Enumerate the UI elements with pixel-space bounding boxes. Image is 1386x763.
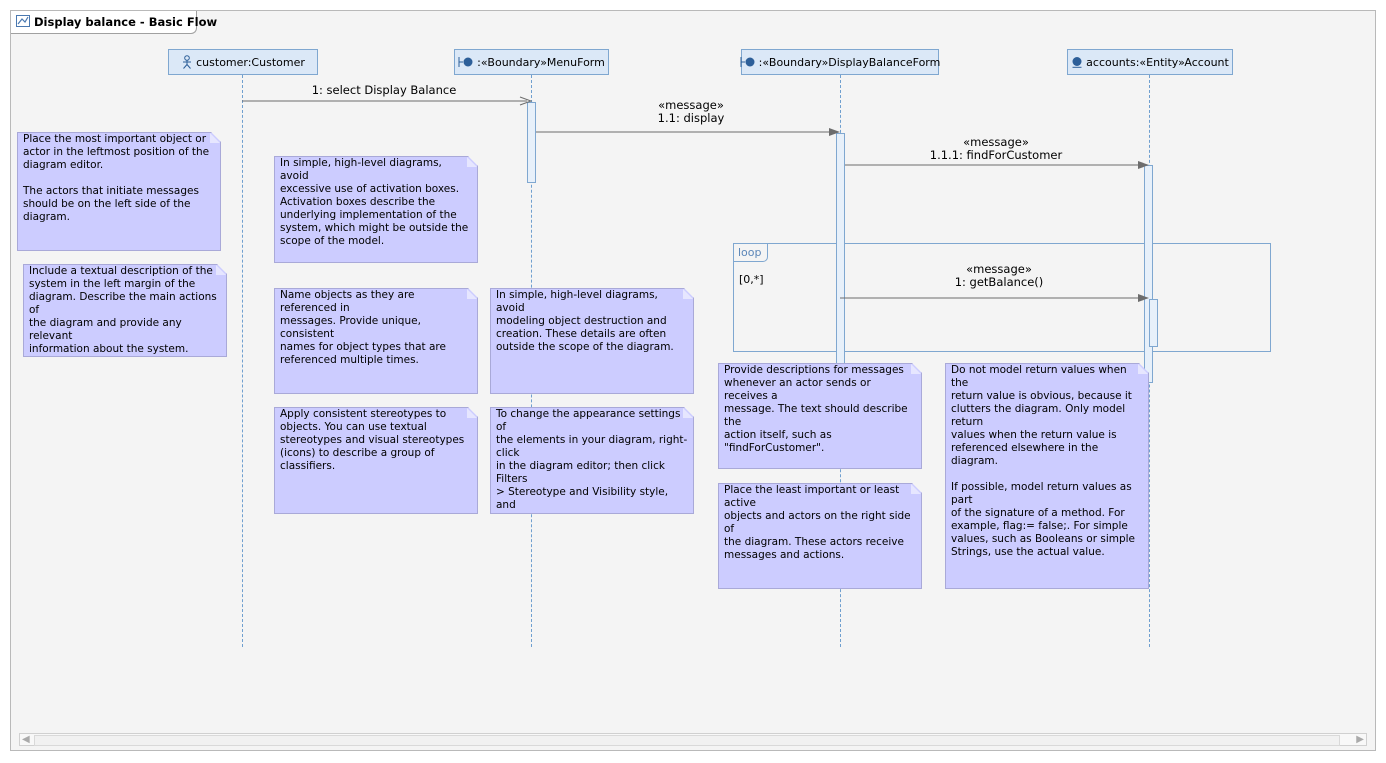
note-destruction-creation[interactable]: In simple, high-level diagrams, avoid mo… bbox=[490, 288, 694, 394]
lifeline-label: customer:Customer bbox=[196, 55, 305, 69]
note-least-important[interactable]: Place the least important or least activ… bbox=[718, 483, 922, 589]
note-stereotypes[interactable]: Apply consistent stereotypes to objects.… bbox=[274, 407, 478, 514]
note-text: Place the least important or least activ… bbox=[724, 484, 911, 561]
loop-guard: [0,*] bbox=[739, 273, 764, 286]
lifeline-customer[interactable]: customer:Customer bbox=[168, 49, 318, 75]
scroll-left-icon[interactable]: ◀ bbox=[22, 734, 30, 745]
message-stereotype: «message» bbox=[658, 98, 724, 112]
message-text: 1: getBalance() bbox=[954, 275, 1044, 289]
note-text: In simple, high-level diagrams, avoid mo… bbox=[496, 289, 674, 353]
note-message-descriptions[interactable]: Provide descriptions for messages whenev… bbox=[718, 363, 922, 469]
note-fold-icon bbox=[911, 484, 921, 494]
note-fold-icon bbox=[467, 408, 477, 418]
note-text: Place the most important object or actor… bbox=[23, 133, 210, 223]
boundary-icon bbox=[740, 57, 755, 67]
scrollbar-thumb[interactable] bbox=[34, 735, 1340, 746]
note-text: Apply consistent stereotypes to objects.… bbox=[280, 408, 465, 472]
note-text: Include a textual description of the sys… bbox=[29, 265, 217, 355]
lifeline-line-customer bbox=[242, 75, 243, 647]
diagram-canvas[interactable]: Display balance - Basic Flow customer:Cu… bbox=[10, 10, 1376, 751]
lifeline-account[interactable]: accounts:«Entity»Account bbox=[1067, 49, 1233, 75]
note-fold-icon bbox=[1138, 364, 1148, 374]
message-text: 1: select Display Balance bbox=[311, 83, 457, 97]
message-arrows bbox=[242, 96, 1149, 302]
message-label-2: «message» 1.1: display bbox=[591, 99, 791, 125]
diagram-title: Display balance - Basic Flow bbox=[34, 15, 218, 29]
message-text: 1.1: display bbox=[657, 111, 725, 125]
message-arrow-2[interactable] bbox=[536, 128, 840, 136]
note-text: In simple, high-level diagrams, avoid ex… bbox=[280, 157, 469, 247]
horizontal-scrollbar[interactable]: ◀ ▶ bbox=[19, 733, 1367, 746]
activation-account-nested[interactable] bbox=[1149, 299, 1158, 347]
note-fold-icon bbox=[467, 289, 477, 299]
message-arrow-3[interactable] bbox=[845, 161, 1149, 169]
note-text: Name objects as they are referenced in m… bbox=[280, 289, 446, 366]
note-activation-boxes[interactable]: In simple, high-level diagrams, avoid ex… bbox=[274, 156, 478, 263]
activation-menuform[interactable] bbox=[527, 102, 536, 183]
boundary-icon bbox=[458, 57, 473, 67]
message-label-4: «message» 1: getBalance() bbox=[899, 263, 1099, 289]
message-label-3: «message» 1.1.1: findForCustomer bbox=[896, 136, 1096, 162]
note-text: Do not model return values when the retu… bbox=[951, 364, 1136, 558]
note-textual-description[interactable]: Include a textual description of the sys… bbox=[23, 264, 227, 357]
lifeline-label: accounts:«Entity»Account bbox=[1086, 55, 1229, 69]
note-fold-icon bbox=[210, 133, 220, 143]
lifeline-menuform[interactable]: :«Boundary»MenuForm bbox=[454, 49, 609, 75]
message-arrow-4[interactable] bbox=[840, 294, 1149, 302]
lifeline-displaybalanceform[interactable]: :«Boundary»DisplayBalanceForm bbox=[740, 49, 941, 75]
note-fold-icon bbox=[216, 265, 226, 275]
note-fold-icon bbox=[683, 408, 693, 418]
message-stereotype: «message» bbox=[966, 262, 1032, 276]
message-stereotype: «message» bbox=[963, 135, 1029, 149]
lifeline-label: :«Boundary»MenuForm bbox=[477, 55, 605, 69]
note-name-objects[interactable]: Name objects as they are referenced in m… bbox=[274, 288, 478, 394]
loop-fragment[interactable]: loop [0,*] bbox=[733, 243, 1271, 352]
note-appearance-settings[interactable]: To change the appearance settings of the… bbox=[490, 407, 694, 514]
message-arrow-1[interactable] bbox=[242, 96, 533, 106]
message-label-1: 1: select Display Balance bbox=[273, 84, 495, 97]
actor-icon bbox=[183, 55, 192, 69]
loop-operator: loop bbox=[734, 244, 768, 262]
message-text: 1.1.1: findForCustomer bbox=[929, 148, 1063, 162]
scroll-right-icon[interactable]: ▶ bbox=[1356, 734, 1364, 745]
diagram-title-tab: Display balance - Basic Flow bbox=[11, 11, 217, 34]
lifeline-label: :«Boundary»DisplayBalanceForm bbox=[758, 55, 941, 69]
note-text: Provide descriptions for messages whenev… bbox=[724, 364, 908, 454]
note-return-values[interactable]: Do not model return values when the retu… bbox=[945, 363, 1149, 589]
sequence-diagram-icon bbox=[16, 14, 30, 30]
note-important-object[interactable]: Place the most important object or actor… bbox=[17, 132, 221, 251]
note-fold-icon bbox=[683, 289, 693, 299]
note-fold-icon bbox=[911, 364, 921, 374]
entity-icon bbox=[1072, 57, 1082, 68]
note-fold-icon bbox=[467, 157, 477, 167]
note-text: To change the appearance settings of the… bbox=[496, 408, 688, 511]
